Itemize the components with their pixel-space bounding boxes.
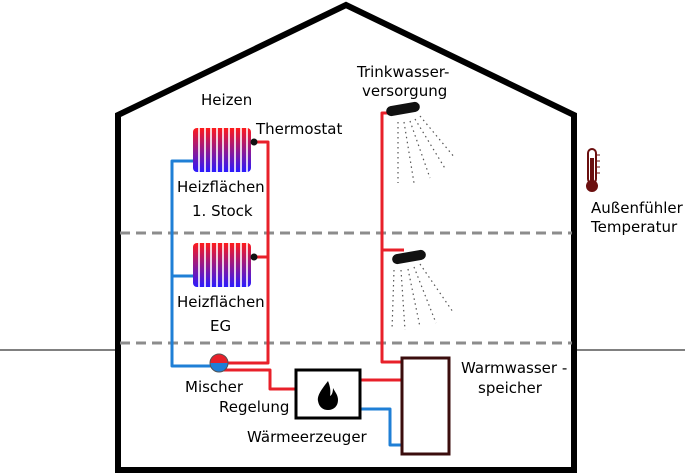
label-trinkwasser-1: Trinkwasser- — [356, 63, 449, 81]
cold-heating-pipes — [170, 159, 402, 447]
label-speicher: speicher — [478, 379, 543, 397]
shower-head-icon — [392, 249, 426, 265]
label-regelung: Regelung — [219, 398, 289, 416]
label-eg: EG — [210, 317, 231, 335]
flame-icon — [317, 381, 338, 410]
label-aussenfuehler: Außenfühler — [591, 199, 684, 217]
label-stock: 1. Stock — [192, 202, 253, 220]
radiator-icon — [193, 243, 251, 287]
shower-lower — [391, 249, 454, 331]
label-thermostat: Thermostat — [255, 120, 342, 138]
house-outline — [115, 1, 577, 473]
radiator-ground — [193, 243, 258, 287]
shower-upper — [386, 101, 456, 184]
label-heizflaechen-upper: Heizflächen — [177, 178, 265, 196]
radiator-upper — [193, 128, 258, 172]
label-heizflaechen-ground: Heizflächen — [177, 293, 265, 311]
mixer-valve-icon — [209, 353, 229, 373]
thermostat-valve-upper — [250, 138, 258, 146]
label-trinkwasser-2: versorgung — [362, 82, 447, 100]
hot-water-storage-tank — [400, 356, 451, 456]
label-temperatur: Temperatur — [590, 218, 678, 236]
shower-head-icon — [386, 101, 420, 117]
label-warmwasser: Warmwasser - — [461, 359, 567, 377]
heat-generator — [294, 368, 362, 420]
label-heizen: Heizen — [201, 91, 252, 109]
radiator-icon — [193, 128, 251, 172]
label-mischer: Mischer — [185, 378, 244, 396]
thermostat-valve-ground — [250, 253, 258, 261]
thermometer-icon — [586, 148, 600, 192]
label-waermeerzeuger: Wärmeerzeuger — [247, 428, 368, 446]
